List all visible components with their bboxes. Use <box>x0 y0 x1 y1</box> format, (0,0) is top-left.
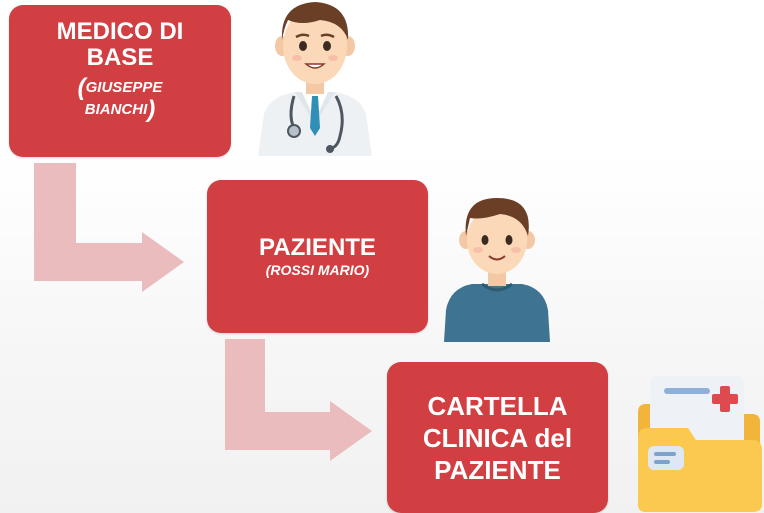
node-paziente: PAZIENTE (ROSSI MARIO) <box>207 180 428 333</box>
node-title-line: PAZIENTE <box>434 454 561 485</box>
node-subtitle: (GIUSEPPE BIANCHI) <box>77 74 163 123</box>
doctor-icon <box>258 2 372 156</box>
node-title: PAZIENTE <box>259 233 376 261</box>
node-cartella-clinica: CARTELLA CLINICA del PAZIENTE <box>387 362 608 513</box>
node-title-line: CLINICA del <box>422 422 573 453</box>
node-title: CARTELLA CLINICA del PAZIENTE <box>423 390 572 486</box>
node-subtitle: (ROSSI MARIO) <box>265 261 370 278</box>
medical-folder-icon <box>638 376 762 512</box>
node-title-line: BASE <box>86 44 154 71</box>
patient-icon <box>444 198 550 342</box>
node-medico-di-base: MEDICO DI BASE (GIUSEPPE BIANCHI) <box>9 5 231 157</box>
node-title-line: CARTELLA <box>427 390 568 421</box>
node-subtitle-line: (GIUSEPPE <box>77 74 163 101</box>
node-title-line: MEDICO DI <box>56 18 184 45</box>
node-title: MEDICO DI BASE <box>57 19 184 71</box>
node-subtitle-line: BIANCHI) <box>84 96 156 123</box>
